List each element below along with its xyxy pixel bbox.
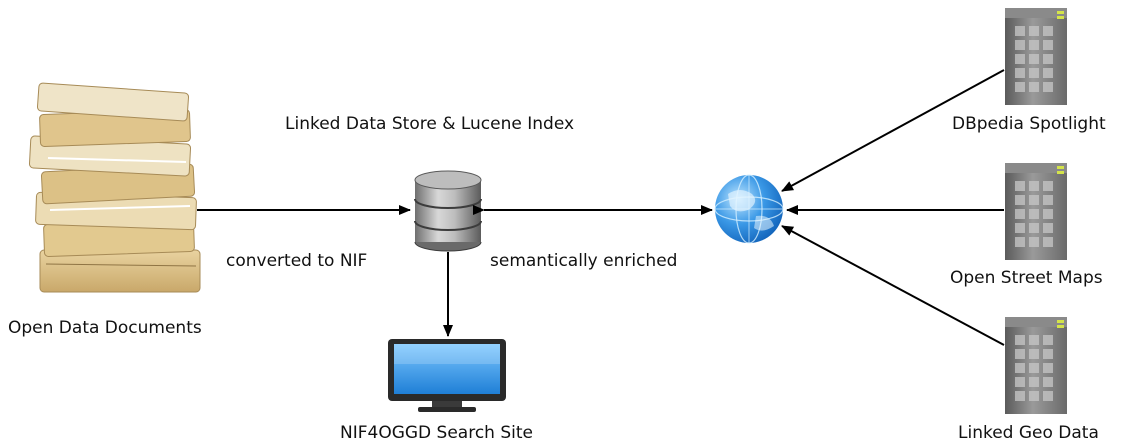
spotlight-label: DBpedia Spotlight — [952, 114, 1106, 134]
geo-label: Linked Geo Data — [958, 423, 1099, 443]
documents-label: Open Data Documents — [8, 318, 202, 338]
edge-label-enriched: semantically enriched — [490, 251, 678, 271]
server-icon — [1005, 163, 1067, 260]
globe-icon — [714, 174, 784, 244]
database-icon — [414, 170, 482, 252]
search-site-label: NIF4OGGD Search Site — [340, 423, 533, 443]
server-icon — [1005, 8, 1067, 105]
edge-label-converted: converted to NIF — [226, 251, 368, 271]
edge-geo-to-web — [781, 225, 1005, 346]
store-label: Linked Data Store & Lucene Index — [285, 114, 575, 134]
monitor-icon — [388, 339, 506, 412]
edge-spotlight-to-web — [781, 69, 1005, 192]
osm-label: Open Street Maps — [950, 268, 1103, 288]
server-icon — [1005, 317, 1067, 414]
document-stack-icon — [28, 82, 201, 293]
